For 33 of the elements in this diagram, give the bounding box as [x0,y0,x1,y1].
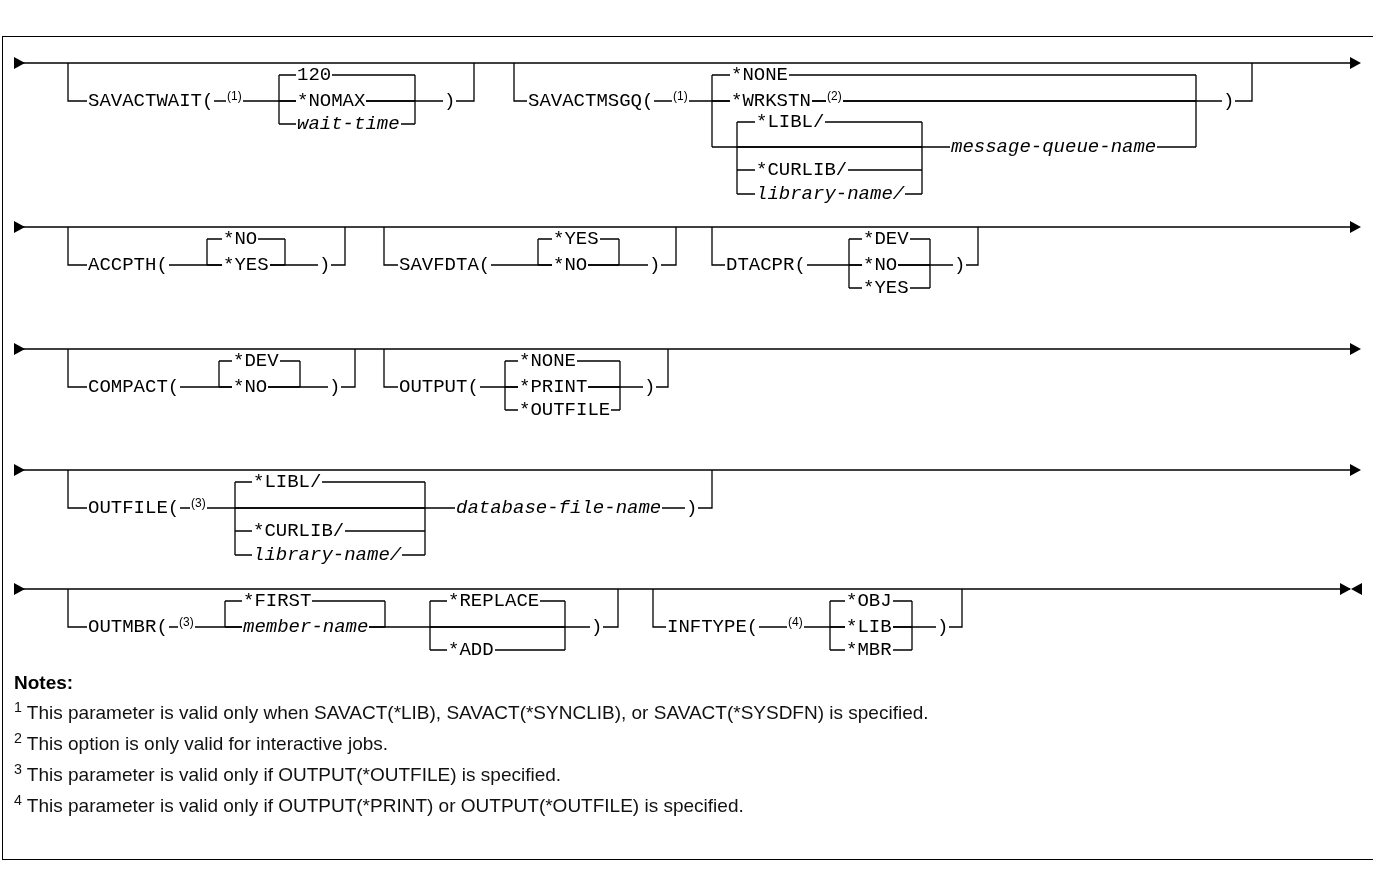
syntax-keyword: DTACPR( [725,255,807,275]
syntax-keyword: INFTYPE( [666,617,760,637]
syntax-keyword: ) [936,617,950,637]
footnote-reference: (3) [178,616,195,628]
footnote-reference: (3) [190,497,207,509]
syntax-keyword: SAVFDTA( [398,255,492,275]
footnote-reference: (1) [226,90,243,102]
syntax-keyword: COMPACT( [87,377,181,397]
footnote-text: $^{4}$ This parameter is valid only if OUTPUT(*PRINT) or OUTPUT(*OUTFILE) is specified. [14,795,744,817]
footnote-reference: (1) [672,90,689,102]
syntax-variable: library-name/ [755,184,906,204]
footnote-reference: (4) [787,616,804,628]
syntax-keyword: ) [648,255,662,275]
syntax-keyword: ) [443,91,457,111]
syntax-keyword: ) [328,377,342,397]
notes-heading: Notes: [14,672,74,694]
syntax-keyword: ACCPTH( [87,255,169,275]
syntax-keyword: ) [643,377,657,397]
footnote-text: $^{1}$ This parameter is valid only when SAVACT(*LIB), SAVACT(*SYNCLIB), or SAVACT(*SYSDFN) is specified. [14,702,929,724]
syntax-keyword: SAVACTMSGQ( [527,91,655,111]
syntax-keyword: ) [318,255,332,275]
syntax-keyword: OUTFILE( [87,498,181,518]
syntax-keyword: ) [953,255,967,275]
footnote-text: $^{3}$ This parameter is valid only if OUTPUT(*OUTFILE) is specified. [14,764,562,786]
footnote-reference: (2) [826,90,843,102]
syntax-keyword: ) [590,617,604,637]
syntax-variable: library-name/ [252,545,403,565]
syntax-keyword: SAVACTWAIT( [87,91,215,111]
footnote-text: $^{2}$ This option is only valid for interactive jobs. [14,733,389,755]
syntax-keyword: OUTMBR( [87,617,169,637]
syntax-keyword: ) [685,498,699,518]
syntax-keyword: OUTPUT( [398,377,480,397]
syntax-keyword: ) [1222,91,1236,111]
